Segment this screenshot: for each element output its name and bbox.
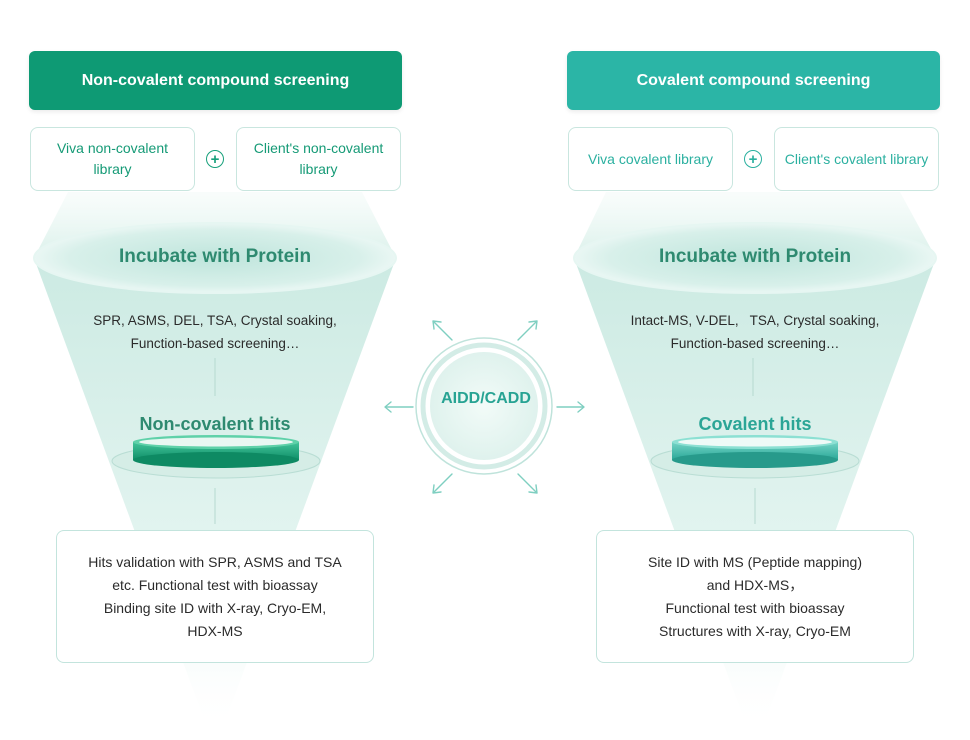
left-hits-ring <box>133 435 299 468</box>
arrow-down-right-icon <box>517 473 538 494</box>
right-library-viva: Viva covalent library <box>568 127 733 191</box>
left-methods-line2: Function-based screening… <box>130 336 300 351</box>
hub-arrows <box>384 320 585 494</box>
right-methods-line2: Function-based screening… <box>670 336 840 351</box>
arrow-right-icon <box>556 401 585 413</box>
right-hits-title: Covalent hits <box>610 414 900 435</box>
left-hits-label: Non-covalent hits <box>139 414 291 434</box>
right-result-box: Site ID with MS (Peptide mapping) and HD… <box>596 530 914 663</box>
aidd-cadd-text: AIDD/CADD <box>441 390 531 407</box>
right-result-line: and HDX-MS， <box>706 576 804 593</box>
left-library-client: Client's non-covalent library <box>236 127 401 191</box>
left-result-lines: Hits validation with SPR, ASMS and TSA e… <box>88 551 341 643</box>
right-library-viva-label: Viva covalent library <box>587 150 714 167</box>
right-methods: Intact-MS, V-DEL, TSA, Crystal soaking, … <box>574 309 936 355</box>
left-header: Non-covalent compound screening <box>29 51 402 110</box>
arrow-up-right-icon <box>517 320 538 341</box>
left-result-line: etc. Functional test with bioassay <box>112 576 318 593</box>
right-result-line: Structures with X-ray, Cryo-EM <box>659 622 851 639</box>
right-header-label: Covalent compound screening <box>636 71 871 89</box>
right-hits-label: Covalent hits <box>698 414 812 434</box>
right-result-line: Site ID with MS (Peptide mapping) <box>648 553 862 570</box>
aidd-cadd-label: AIDD/CADD <box>434 390 538 408</box>
left-library-viva-label: Viva non-covalent library <box>56 140 169 177</box>
right-incubate-label: Incubate with Protein <box>658 246 852 267</box>
arrow-down-left-icon <box>432 473 453 494</box>
right-result-line: Functional test with bioassay <box>665 599 845 616</box>
left-plus-icon: + <box>206 150 224 168</box>
left-header-label: Non-covalent compound screening <box>81 71 350 89</box>
left-result-box: Hits validation with SPR, ASMS and TSA e… <box>56 530 374 663</box>
left-methods-line1: SPR, ASMS, DEL, TSA, Crystal soaking, <box>93 313 337 328</box>
right-library-client-label: Client's covalent library <box>784 150 929 167</box>
arrow-left-icon <box>384 401 414 413</box>
right-incubate-title: Incubate with Protein <box>574 246 936 268</box>
left-funnel <box>33 192 397 730</box>
left-result-line: HDX-MS <box>187 622 243 639</box>
hub-inner <box>430 352 538 460</box>
right-result-lines: Site ID with MS (Peptide mapping) and HD… <box>648 551 862 643</box>
right-library-client: Client's covalent library <box>774 127 939 191</box>
right-methods-line1: Intact-MS, V-DEL, TSA, Crystal soaking, <box>630 313 880 328</box>
right-top-ellipse <box>573 222 937 294</box>
right-funnel <box>573 192 937 730</box>
right-hits-ring <box>672 435 838 468</box>
left-result-line: Hits validation with SPR, ASMS and TSA <box>88 553 342 570</box>
left-result-line: Binding site ID with X-ray, Cryo-EM, <box>103 599 327 616</box>
right-header: Covalent compound screening <box>567 51 940 110</box>
left-library-client-label: Client's non-covalent library <box>253 140 384 177</box>
left-methods: SPR, ASMS, DEL, TSA, Crystal soaking, Fu… <box>34 309 396 355</box>
arrow-up-left-icon <box>432 320 453 341</box>
left-incubate-title: Incubate with Protein <box>34 246 396 268</box>
left-hits-title: Non-covalent hits <box>70 414 360 435</box>
left-library-viva: Viva non-covalent library <box>30 127 195 191</box>
left-top-ellipse <box>33 222 397 294</box>
left-incubate-label: Incubate with Protein <box>118 246 312 267</box>
right-plus-icon: + <box>744 150 762 168</box>
aidd-hub <box>384 320 585 494</box>
